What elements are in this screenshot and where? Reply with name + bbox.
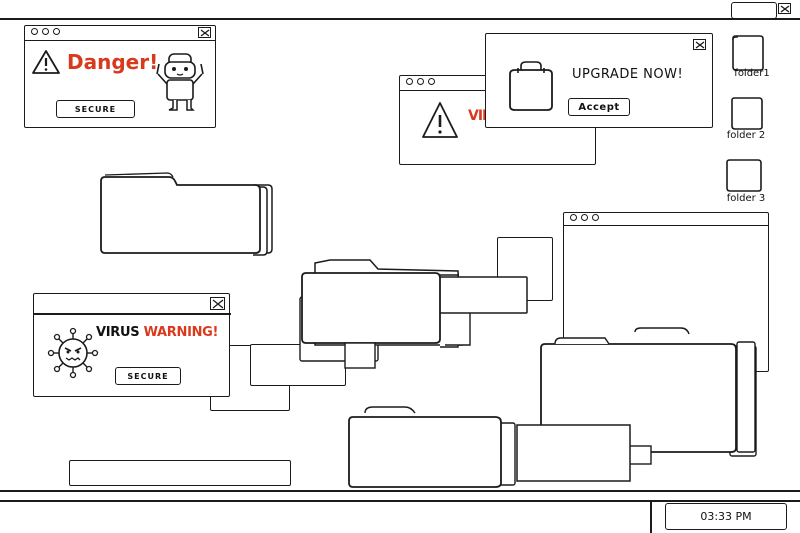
folder-icon[interactable] [97, 171, 275, 257]
warning-word: WARNING! [143, 325, 219, 340]
close-icon[interactable] [778, 3, 791, 14]
taskbar-top-line [0, 490, 800, 492]
folder-label: folder 3 [726, 193, 766, 204]
virus-word: VIRUS [96, 325, 144, 340]
briefcase-icon [509, 61, 553, 111]
robot-icon [156, 53, 204, 111]
taskbar-divider [650, 500, 652, 533]
warning-icon [32, 50, 60, 74]
title-bar [25, 26, 215, 41]
title-bar [564, 213, 768, 226]
folder-label: folder 2 [726, 130, 766, 141]
close-icon[interactable] [210, 297, 225, 310]
top-bar-line [0, 18, 800, 20]
upgrade-title: UPGRADE NOW! [572, 67, 684, 82]
virus-icon [47, 327, 99, 379]
title-divider [34, 313, 231, 315]
virus-partial-title: VII [468, 108, 487, 124]
virus-warning-popup[interactable]: VIRUS WARNING! SECURE [33, 293, 231, 397]
danger-popup[interactable]: Danger! SECURE [24, 25, 216, 128]
folder-icon [726, 159, 762, 192]
secure-button[interactable]: SECURE [56, 100, 135, 118]
desktop-folder-2[interactable]: folder 2 [715, 96, 785, 146]
warning-icon [422, 102, 458, 138]
folder-icon [732, 35, 764, 71]
secure-button[interactable]: SECURE [115, 367, 181, 385]
folder-icon [731, 97, 763, 130]
upgrade-popup[interactable]: UPGRADE NOW! Accept [485, 33, 713, 128]
virus-warning-title: VIRUS WARNING! [96, 325, 218, 340]
close-icon[interactable] [693, 39, 706, 50]
folder-label: folder1 [734, 68, 770, 79]
taskbar-item[interactable] [69, 460, 291, 486]
folder-icon[interactable] [290, 255, 530, 370]
folder-icon[interactable] [345, 403, 635, 491]
desktop-folder-3[interactable]: folder 3 [715, 158, 785, 208]
clock[interactable]: 03:33 PM [665, 503, 787, 530]
accept-button[interactable]: Accept [568, 98, 630, 116]
danger-title: Danger! [67, 50, 159, 74]
desktop-folder-1[interactable]: folder1 [715, 34, 785, 84]
top-bar-tab[interactable] [731, 2, 777, 19]
taskbar-line [0, 500, 800, 502]
close-icon[interactable] [198, 27, 211, 38]
